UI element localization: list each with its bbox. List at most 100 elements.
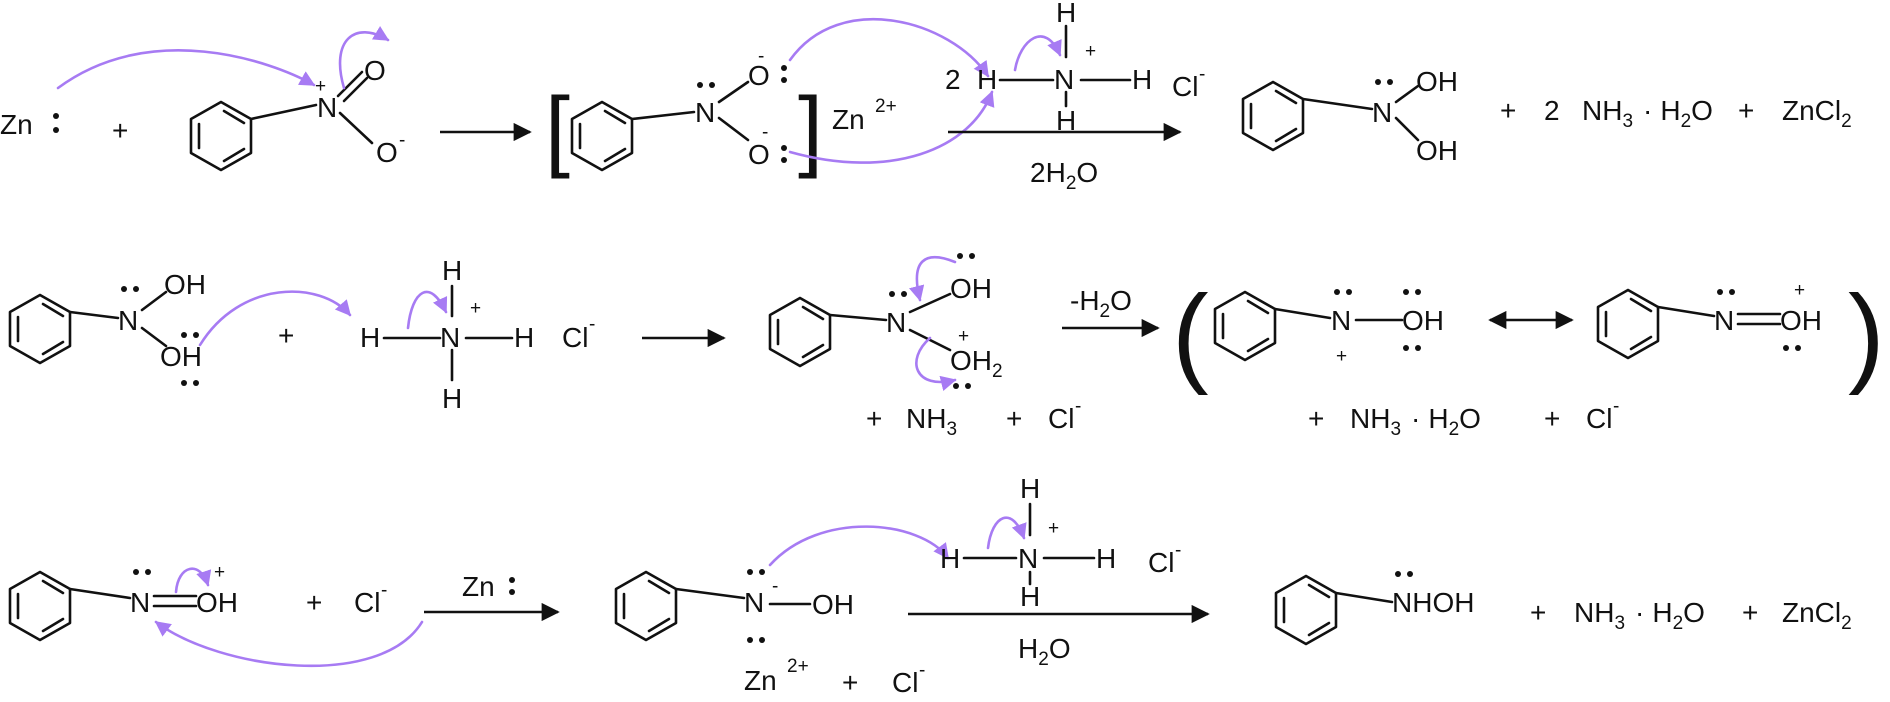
charge-minus: - (399, 130, 405, 151)
lone-pair-dot (1403, 345, 1409, 351)
nitrogen-label: N (1714, 305, 1734, 336)
condition-label: 2H2O (1030, 157, 1098, 194)
lone-pair-dot (181, 332, 187, 338)
charge-plus: + (315, 76, 326, 97)
curly-arrow (174, 567, 212, 594)
lone-pair-dot (697, 82, 703, 88)
ring-double-bond (222, 109, 246, 125)
zinc-cation: Zn (744, 665, 777, 696)
hydroxyl-label: OH (160, 341, 202, 372)
ring-double-bond (801, 343, 825, 359)
c-n-bond (68, 310, 120, 320)
plus-sign: + (278, 320, 294, 351)
chloride-label: Cl (1172, 71, 1198, 102)
lone-pair-dot (901, 291, 907, 297)
ring-double-bond (1274, 127, 1298, 143)
paren-close: ) (1848, 273, 1885, 396)
lone-pair-dot (747, 569, 753, 575)
lone-pair-dot (1407, 571, 1413, 577)
plus-sign: + (1742, 597, 1758, 628)
chloride-label: Cl (1586, 403, 1612, 434)
hydrogen-label: H (940, 543, 960, 574)
lone-pair-dot (1783, 345, 1789, 351)
chloride-label: Cl (892, 667, 918, 698)
ring-double-bond (222, 147, 246, 163)
curly-arrow (788, 17, 990, 78)
ring-double-bond (41, 340, 65, 356)
lone-pair-dot (953, 383, 959, 389)
nitrogen-label: N (886, 307, 906, 338)
curly-arrow (788, 90, 995, 164)
row-3: N OH + + Cl - Zn N - OH Zn 2+ + Cl - (8, 473, 1852, 698)
oxygen-label: O (376, 137, 398, 168)
charge-minus: - (1075, 396, 1081, 417)
lone-pair-dot (781, 65, 787, 71)
plus-sign: + (306, 587, 322, 618)
charge-minus: - (589, 314, 595, 335)
ring-double-bond (1274, 89, 1298, 105)
charge-plus: + (214, 562, 225, 583)
ring-double-bond (41, 302, 65, 318)
hydrogen-label: H (1132, 64, 1152, 95)
lone-pair-dot (121, 286, 127, 292)
row-2: N OH OH + H N H + H H Cl - N (8, 253, 1885, 440)
chloride-label: Cl (1148, 547, 1174, 578)
charge-plus: + (470, 298, 481, 319)
hydrogen-label: H (977, 64, 997, 95)
plus-sign: + (866, 403, 882, 434)
phenylhydroxylamine-nhoh: NHOH (1392, 587, 1474, 618)
lone-pair-dot (1795, 345, 1801, 351)
zinc-chloride: ZnCl2 (1782, 95, 1852, 132)
lone-pair-dot (759, 637, 765, 643)
chloride-label: Cl (562, 322, 588, 353)
n-o-bond (1394, 116, 1420, 142)
coefficient: 2 (945, 64, 961, 95)
hydroxyl-label: OH (1416, 135, 1458, 166)
nitrogen-label: N (695, 97, 715, 128)
lone-pair-dot (145, 569, 151, 575)
hydrogen-label: H (442, 255, 462, 286)
charge-2plus: 2+ (875, 96, 897, 117)
nitrogen-label: N (130, 587, 150, 618)
row-1: Zn + N + O O - [ N O - (0, 0, 1852, 194)
lone-pair-dot (965, 383, 971, 389)
charge-plus: + (1794, 280, 1805, 301)
lone-pair-dot (781, 77, 787, 83)
c-n-bond (1301, 97, 1374, 111)
nitrogen-label: N (118, 305, 138, 336)
nitrogen-label: N (1331, 305, 1351, 336)
zinc-chloride: ZnCl2 (1782, 597, 1852, 634)
water-ligand: OH2 (950, 345, 1003, 382)
plus-sign: + (1006, 403, 1022, 434)
bracket-open: [ (545, 80, 570, 180)
charge-minus: - (1199, 64, 1205, 85)
ring-double-bond (41, 617, 65, 633)
nitrogen-label: N (317, 92, 337, 123)
hydrogen-label: H (1096, 543, 1116, 574)
oxygen-label: O (748, 139, 770, 170)
curly-arrow (154, 620, 424, 668)
curly-arrow (338, 26, 390, 90)
plus-sign: + (1308, 403, 1324, 434)
c-n-bond (249, 103, 318, 121)
hydrogen-label: H (442, 383, 462, 414)
lone-pair-dot (181, 380, 187, 386)
hydrogen-label: H (360, 322, 380, 353)
lone-pair-dot (509, 589, 515, 595)
chloride-label: Cl (1048, 403, 1074, 434)
ring-double-bond (1629, 335, 1653, 351)
curly-arrow (986, 516, 1027, 550)
n-o-double-bond (336, 70, 364, 98)
oxygen-label: O (364, 55, 386, 86)
charge-plus: + (1048, 518, 1059, 539)
curly-arrow (406, 290, 448, 330)
lone-pair-dot (957, 253, 963, 259)
charge-minus: - (919, 660, 925, 681)
nitrogen-label: N (744, 587, 764, 618)
charge-plus: + (958, 326, 969, 347)
c-n-bond (1273, 307, 1332, 320)
ring-double-bond (647, 579, 671, 595)
charge-minus: - (762, 122, 768, 143)
lone-pair-dot (1415, 345, 1421, 351)
charge-minus: - (758, 46, 764, 67)
